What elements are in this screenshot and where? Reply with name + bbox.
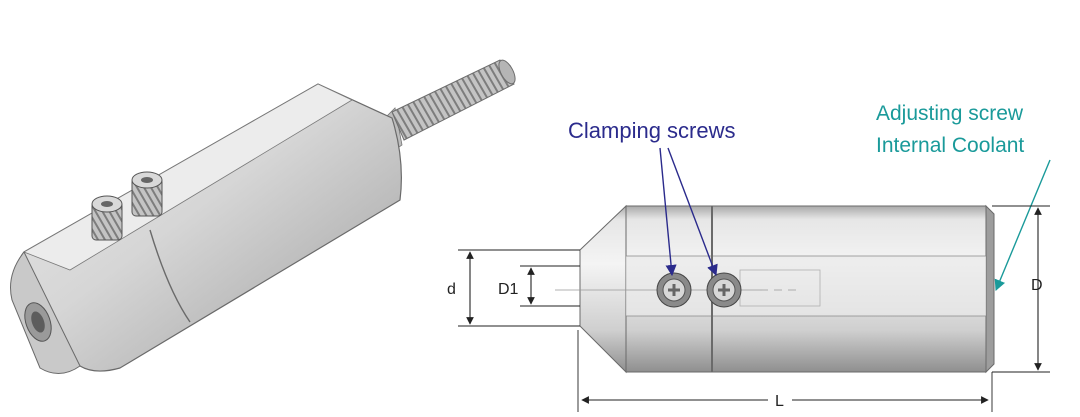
adjusting-screw-label: Adjusting screw <box>876 102 1024 125</box>
side-clamping-screws <box>656 272 742 308</box>
dim-D-label: D <box>1031 277 1043 294</box>
side-nose <box>579 204 627 374</box>
dimension-L: L <box>577 330 993 412</box>
iso-adjusting-screw <box>384 59 516 153</box>
dim-L-label: L <box>775 393 784 410</box>
dim-d-label: d <box>447 281 456 298</box>
dimension-d: d <box>447 249 580 327</box>
adjust-leader <box>994 159 1051 292</box>
dim-d1-label: D1 <box>498 281 519 298</box>
clamp-leader-1 <box>659 147 677 277</box>
iso-clamping-screws <box>91 171 163 241</box>
side-view <box>555 204 995 374</box>
dimension-D: D <box>992 205 1050 373</box>
internal-coolant-label: Internal Coolant <box>876 134 1024 157</box>
clamp-leader-2 <box>667 147 718 277</box>
clamping-screws-label: Clamping screws <box>568 118 736 143</box>
isometric-view <box>10 59 516 374</box>
dimension-d1: D1 <box>498 265 580 307</box>
